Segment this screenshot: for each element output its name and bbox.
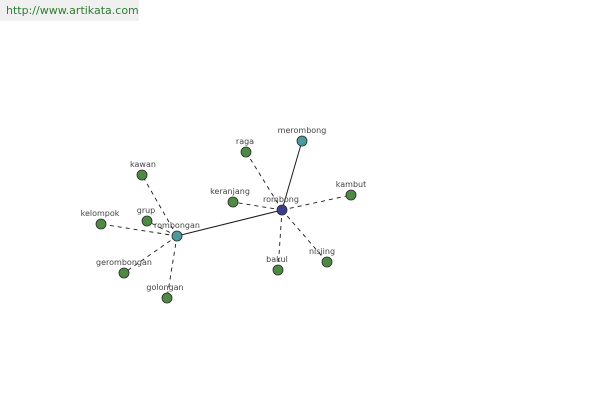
source-url-link[interactable]: http://www.artikata.com xyxy=(0,0,139,21)
node-merombong[interactable] xyxy=(296,135,308,147)
node-bakul[interactable] xyxy=(272,264,284,276)
edge-rombong-raga xyxy=(245,151,283,211)
edge-rombongan-kelompok xyxy=(100,223,178,237)
node-rombongan[interactable] xyxy=(171,230,183,242)
edge-rombong-kambut xyxy=(281,194,352,211)
node-nisjing[interactable] xyxy=(321,256,333,268)
node-raga[interactable] xyxy=(240,146,252,158)
node-label-raga: raga xyxy=(236,137,254,146)
node-label-golongan: golongan xyxy=(146,283,183,292)
edges-layer xyxy=(100,140,352,299)
node-kawan[interactable] xyxy=(136,169,148,181)
node-gerombongan[interactable] xyxy=(118,267,130,279)
node-rombong[interactable] xyxy=(276,204,288,216)
node-label-keranjang: keranjang xyxy=(210,187,250,196)
edge-rombong-merombong xyxy=(281,140,303,211)
node-label-merombong: merombong xyxy=(278,126,327,135)
node-keranjang[interactable] xyxy=(227,196,239,208)
node-kambut[interactable] xyxy=(345,189,357,201)
edge-rombong-keranjang xyxy=(232,201,283,211)
edge-rombong-nisjing xyxy=(281,209,328,263)
edge-rombongan-golongan xyxy=(166,235,178,299)
node-label-kambut: kambut xyxy=(336,180,366,189)
node-label-bakul: bakul xyxy=(266,255,288,264)
edge-rombongan-gerombongan xyxy=(123,235,178,274)
node-label-kelompok: kelompok xyxy=(81,209,120,218)
edge-rombong-rombongan xyxy=(176,209,283,237)
node-label-grup: grup xyxy=(137,206,156,215)
node-label-rombongan: rombongan xyxy=(154,221,200,230)
node-label-gerombongan: gerombongan xyxy=(96,258,152,267)
node-label-kawan: kawan xyxy=(130,160,156,169)
node-kelompok[interactable] xyxy=(95,218,107,230)
node-label-nisjing: nisjing xyxy=(309,247,335,256)
labels-layer: rombong rombongan merombong raga keranjang ka… xyxy=(81,126,367,292)
edge-rombongan-kawan xyxy=(141,174,178,237)
edge-rombongan-grup xyxy=(146,220,178,237)
node-golongan[interactable] xyxy=(161,292,173,304)
node-label-rombong: rombong xyxy=(263,195,299,204)
edge-rombong-bakul xyxy=(277,209,283,271)
node-grup[interactable] xyxy=(141,215,153,227)
nodes-layer xyxy=(95,135,357,304)
